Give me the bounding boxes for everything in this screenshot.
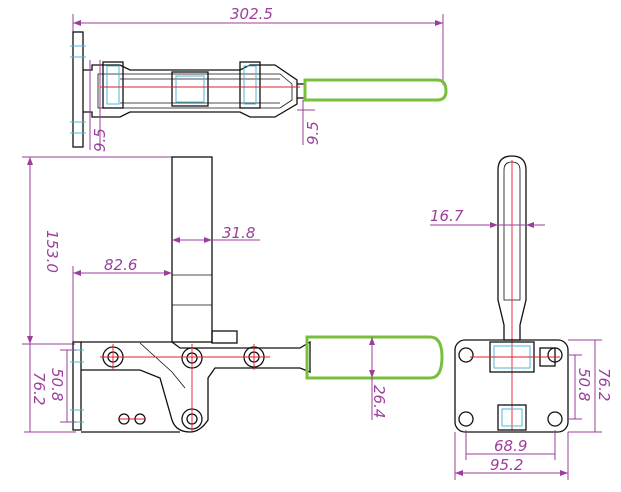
front-view: 153.0 31.8 82.6	[22, 156, 444, 433]
side-view: 16.7 50.8 76.2 68.9 95.2	[430, 155, 613, 480]
dim-overall-length: 302.5	[230, 5, 273, 23]
dim-height: 153.0	[43, 230, 61, 273]
dim-side-width: 95.2	[490, 456, 523, 474]
dim-handle-width: 16.7	[430, 207, 464, 225]
dim-bar-width: 31.8	[222, 224, 255, 242]
dim-side-hole-horizontal: 68.9	[494, 437, 527, 455]
dim-top-handle-thickness: 9.5	[304, 121, 322, 145]
top-view: 302.5 9.5 9.5	[70, 5, 448, 152]
dim-side-height: 76.2	[595, 368, 613, 401]
dim-handle-height: 26.4	[370, 385, 388, 418]
dim-side-hole-vertical: 50.8	[575, 368, 593, 401]
dim-top-base-thickness: 9.5	[91, 128, 109, 152]
dim-base-height: 76.2	[30, 372, 48, 405]
dim-bar-offset: 82.6	[104, 256, 137, 274]
dim-base-hole-span: 50.8	[48, 368, 66, 401]
